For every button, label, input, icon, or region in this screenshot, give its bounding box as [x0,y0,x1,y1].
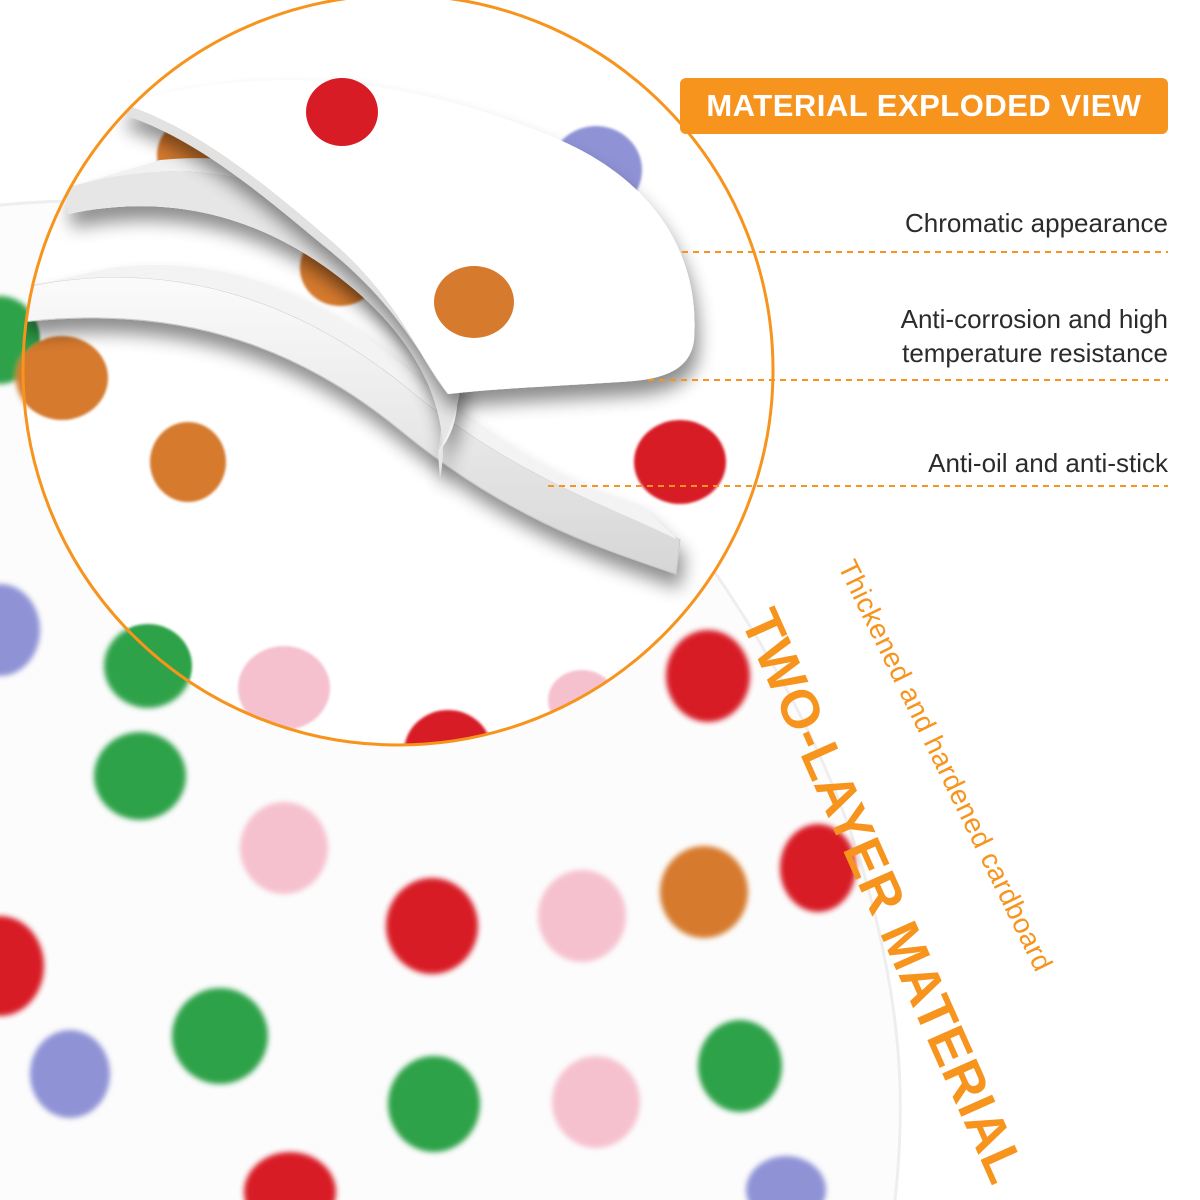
dot [23,336,108,420]
dot [434,266,514,338]
dot [746,1156,826,1200]
layer-top-sheet [122,78,695,394]
feature-label-line-1: Anti-corrosion and high [900,304,1168,334]
dot [30,1030,110,1118]
dot [698,1020,782,1112]
dot [94,732,186,820]
dot [0,584,40,676]
dot [666,630,750,722]
magnifier-lens [21,0,775,747]
dot [538,870,626,962]
feature-label-line-2: temperature resistance [902,338,1168,368]
dot [150,422,226,502]
feature-anti-oil: Anti-oil and anti-stick [928,446,1168,480]
dot [306,78,378,146]
title-text: MATERIAL EXPLODED VIEW [706,88,1142,123]
dot [388,1056,480,1152]
dot [238,646,330,730]
feature-chromatic: Chromatic appearance [905,206,1168,240]
dot [404,710,492,745]
dot [660,846,748,938]
dot [552,1056,640,1148]
dot [0,916,44,1016]
dot [240,802,328,894]
leader-lines [548,251,1168,487]
feature-anti-corrosion: Anti-corrosion and high temperature resi… [901,302,1168,370]
dot [172,988,268,1084]
dot [386,878,478,974]
feature-label: Anti-oil and anti-stick [928,448,1168,478]
dot [244,1152,336,1200]
title-badge: MATERIAL EXPLODED VIEW [680,78,1168,134]
lens-ring [21,0,775,747]
layer-bottom-board [23,265,681,575]
dot [634,420,726,504]
dot [780,824,856,912]
feature-label: Chromatic appearance [904,208,1168,238]
